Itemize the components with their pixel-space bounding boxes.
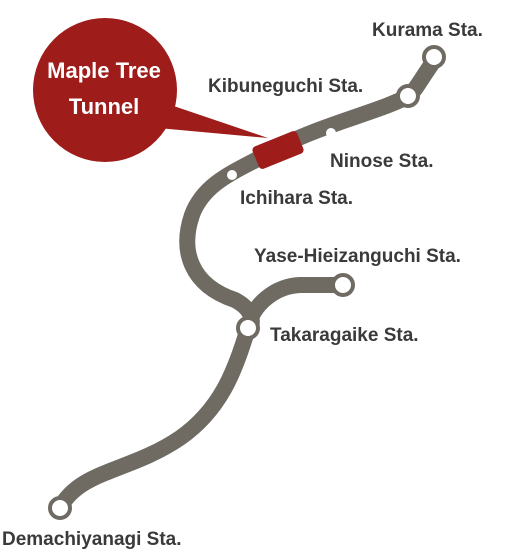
station-marker-ichihara bbox=[227, 170, 237, 180]
station-label-kurama: Kurama Sta. bbox=[372, 20, 483, 41]
station-label-ichihara: Ichihara Sta. bbox=[240, 188, 353, 209]
station-label-ninose: Ninose Sta. bbox=[330, 151, 433, 172]
callout-pointer bbox=[150, 98, 268, 138]
callout-bubble bbox=[33, 18, 177, 162]
maple-tree-tunnel-callout: Maple Tree Tunnel bbox=[33, 18, 268, 162]
station-label-takaragaike: Takaragaike Sta. bbox=[270, 325, 419, 346]
maple-tree-tunnel-section bbox=[252, 131, 304, 169]
station-label-demachiyanagi: Demachiyanagi Sta. bbox=[2, 529, 182, 550]
station-marker-kibuneguchi bbox=[396, 84, 420, 108]
station-marker-demachiyanagi bbox=[48, 496, 72, 520]
callout-line-2: Tunnel bbox=[69, 94, 139, 119]
callout-line-1: Maple Tree bbox=[47, 58, 161, 83]
station-marker-ninose bbox=[326, 128, 336, 138]
station-marker-yase-hieizanguchi bbox=[331, 273, 355, 297]
station-marker-kurama bbox=[422, 45, 446, 69]
branch-line-track bbox=[240, 277, 351, 336]
main-line-track bbox=[52, 50, 444, 516]
station-label-kibuneguchi: Kibuneguchi Sta. bbox=[208, 76, 363, 97]
station-label-yase-hieizanguchi: Yase-Hieizanguchi Sta. bbox=[254, 246, 461, 267]
station-marker-takaragaike bbox=[236, 316, 260, 340]
